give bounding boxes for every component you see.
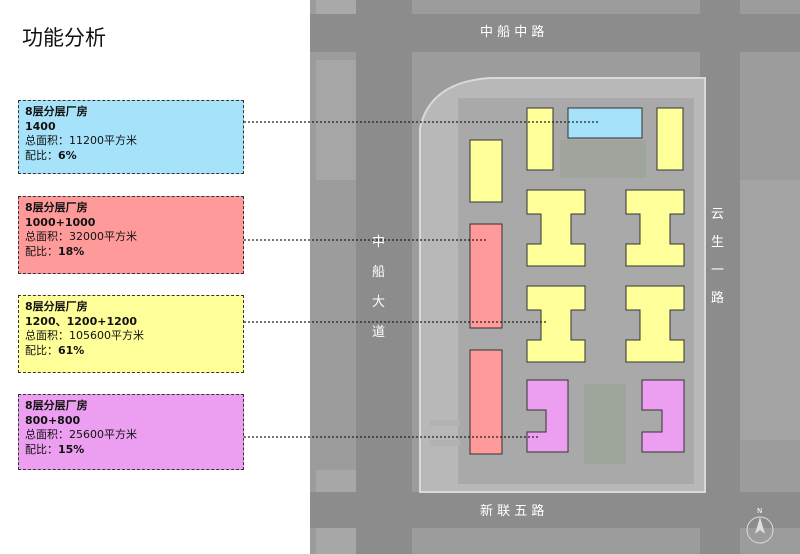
page-title: 功能分析 <box>22 26 106 50</box>
building-red <box>469 223 503 329</box>
building-yellow <box>656 107 684 171</box>
road-label-east: 路 <box>711 290 724 306</box>
legend-area: 总面积：11200平方米 <box>25 134 237 149</box>
building-blue <box>567 107 643 139</box>
legend-item-red: 8层分层厂房 1000+1000 总面积：32000平方米 配比：18% <box>18 196 244 274</box>
building-yellow <box>469 139 503 203</box>
compass-label: N <box>757 507 762 515</box>
road-east <box>700 0 740 554</box>
area-value: 25600平方米 <box>69 428 137 441</box>
legend-spec: 1400 <box>25 119 56 133</box>
surrounding-block <box>730 180 800 440</box>
legend-ratio: 配比：6% <box>25 149 237 164</box>
area-label: 总面积： <box>25 230 69 243</box>
legend-title: 8层分层厂房 <box>25 300 88 313</box>
road-label-west: 中 <box>372 235 385 250</box>
legend-spec: 1200、1200+1200 <box>25 314 138 328</box>
ratio-value: 15% <box>58 442 85 456</box>
area-value: 105600平方米 <box>69 329 144 342</box>
legend-ratio: 配比：61% <box>25 344 237 359</box>
legend-title: 8层分层厂房 <box>25 399 88 412</box>
road-west <box>356 0 412 554</box>
facility-marker <box>430 420 460 426</box>
ratio-label: 配比： <box>25 148 58 162</box>
road-label-south: 新 联 五 路 <box>480 503 544 519</box>
building-purple <box>526 379 569 453</box>
legend-ratio: 配比：18% <box>25 245 237 260</box>
ratio-value: 18% <box>58 244 85 258</box>
road-label-east: 生 <box>711 235 724 250</box>
road-south <box>310 492 800 528</box>
road-label-east: 云 <box>711 207 724 222</box>
building-yellow-h <box>625 285 685 363</box>
legend-spec: 800+800 <box>25 413 81 427</box>
legend-spec: 1000+1000 <box>25 215 96 229</box>
legend-area: 总面积：105600平方米 <box>25 329 237 344</box>
road-label-west: 道 <box>372 325 385 340</box>
compass-icon: N <box>746 507 774 544</box>
road-label-north: 中 船 中 路 <box>480 24 544 40</box>
legend-title: 8层分层厂房 <box>25 201 88 214</box>
courtyard <box>560 140 646 178</box>
area-value: 11200平方米 <box>69 134 137 147</box>
ratio-value: 6% <box>58 148 77 162</box>
road-label-west: 大 <box>372 295 385 310</box>
building-red <box>469 349 503 455</box>
site-plan: 中 船 中 路 新 联 五 路 中 船 大 道 云 生 一 路 N <box>310 0 800 554</box>
legend-area: 总面积：32000平方米 <box>25 230 237 245</box>
ratio-value: 61% <box>58 343 85 357</box>
building-yellow-h <box>526 285 586 363</box>
ratio-label: 配比： <box>25 343 58 357</box>
building-yellow-h <box>625 189 685 267</box>
ratio-label: 配比： <box>25 244 58 258</box>
building-yellow <box>526 107 554 171</box>
area-label: 总面积： <box>25 428 69 441</box>
legend-item-purple: 8层分层厂房 800+800 总面积：25600平方米 配比：15% <box>18 394 244 470</box>
legend-item-yellow: 8层分层厂房 1200、1200+1200 总面积：105600平方米 配比：6… <box>18 295 244 373</box>
courtyard <box>584 384 626 464</box>
legend-area: 总面积：25600平方米 <box>25 428 237 443</box>
ratio-label: 配比： <box>25 442 58 456</box>
road-label-west: 船 <box>372 265 385 280</box>
legend-item-blue: 8层分层厂房 1400 总面积：11200平方米 配比：6% <box>18 100 244 174</box>
building-yellow-h <box>526 189 586 267</box>
legend-ratio: 配比：15% <box>25 443 237 458</box>
surrounding-block <box>316 60 356 180</box>
area-label: 总面积： <box>25 329 69 342</box>
road-label-east: 一 <box>711 263 724 278</box>
area-value: 32000平方米 <box>69 230 137 243</box>
building-purple <box>641 379 685 453</box>
area-label: 总面积： <box>25 134 69 147</box>
facility-marker <box>430 440 460 446</box>
legend-title: 8层分层厂房 <box>25 105 88 118</box>
legend-panel: 功能分析 8层分层厂房 1400 总面积：11200平方米 配比：6% 8层分层… <box>0 0 310 554</box>
